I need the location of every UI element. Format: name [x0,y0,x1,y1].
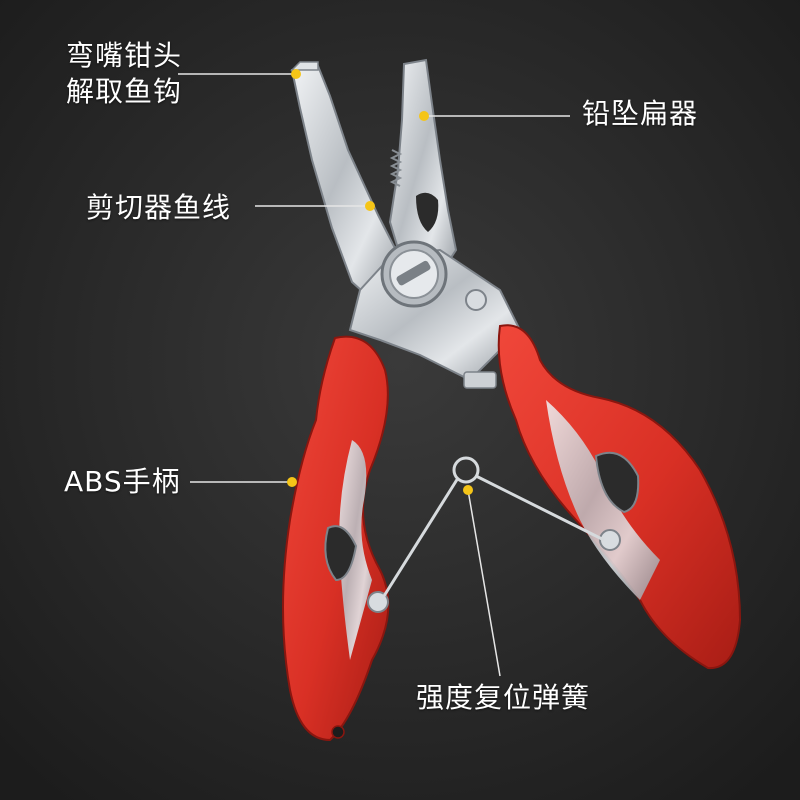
right-handle-hole [594,451,640,514]
label-tip-line1: 弯嘴钳头 [66,39,183,72]
marker-cutter [365,201,375,211]
label-return-spring: 强度复位弹簧 [416,681,591,714]
label-abs-handle: ABS手柄 [64,465,181,498]
lanyard-hole [331,725,345,739]
small-rivet [465,289,487,311]
right-handle-rivet [599,529,621,551]
marker-spring [463,485,473,495]
pivot-screw [380,240,448,308]
right-jaw-slot [416,192,439,232]
left-jaw-hook [290,61,319,71]
stop-block [463,371,497,389]
right-handle-steel-inlay [546,400,660,600]
jaw-serrations [389,149,403,187]
label-sinker-flattener: 铅坠扁器 [582,97,699,130]
leader-lines [178,73,570,677]
marker-handle [287,477,297,487]
marker-sinker [419,111,429,121]
label-bent-nose-tip: 弯嘴钳头 解取鱼钩 [66,38,182,110]
marker-tip [291,69,301,79]
markers [287,69,473,495]
return-spring [382,456,605,597]
label-line-cutter: 剪切器鱼线 [86,191,232,224]
label-tip-line2: 解取鱼钩 [66,75,183,108]
left-handle-rivet [367,591,389,613]
left-handle-hole [324,525,358,582]
